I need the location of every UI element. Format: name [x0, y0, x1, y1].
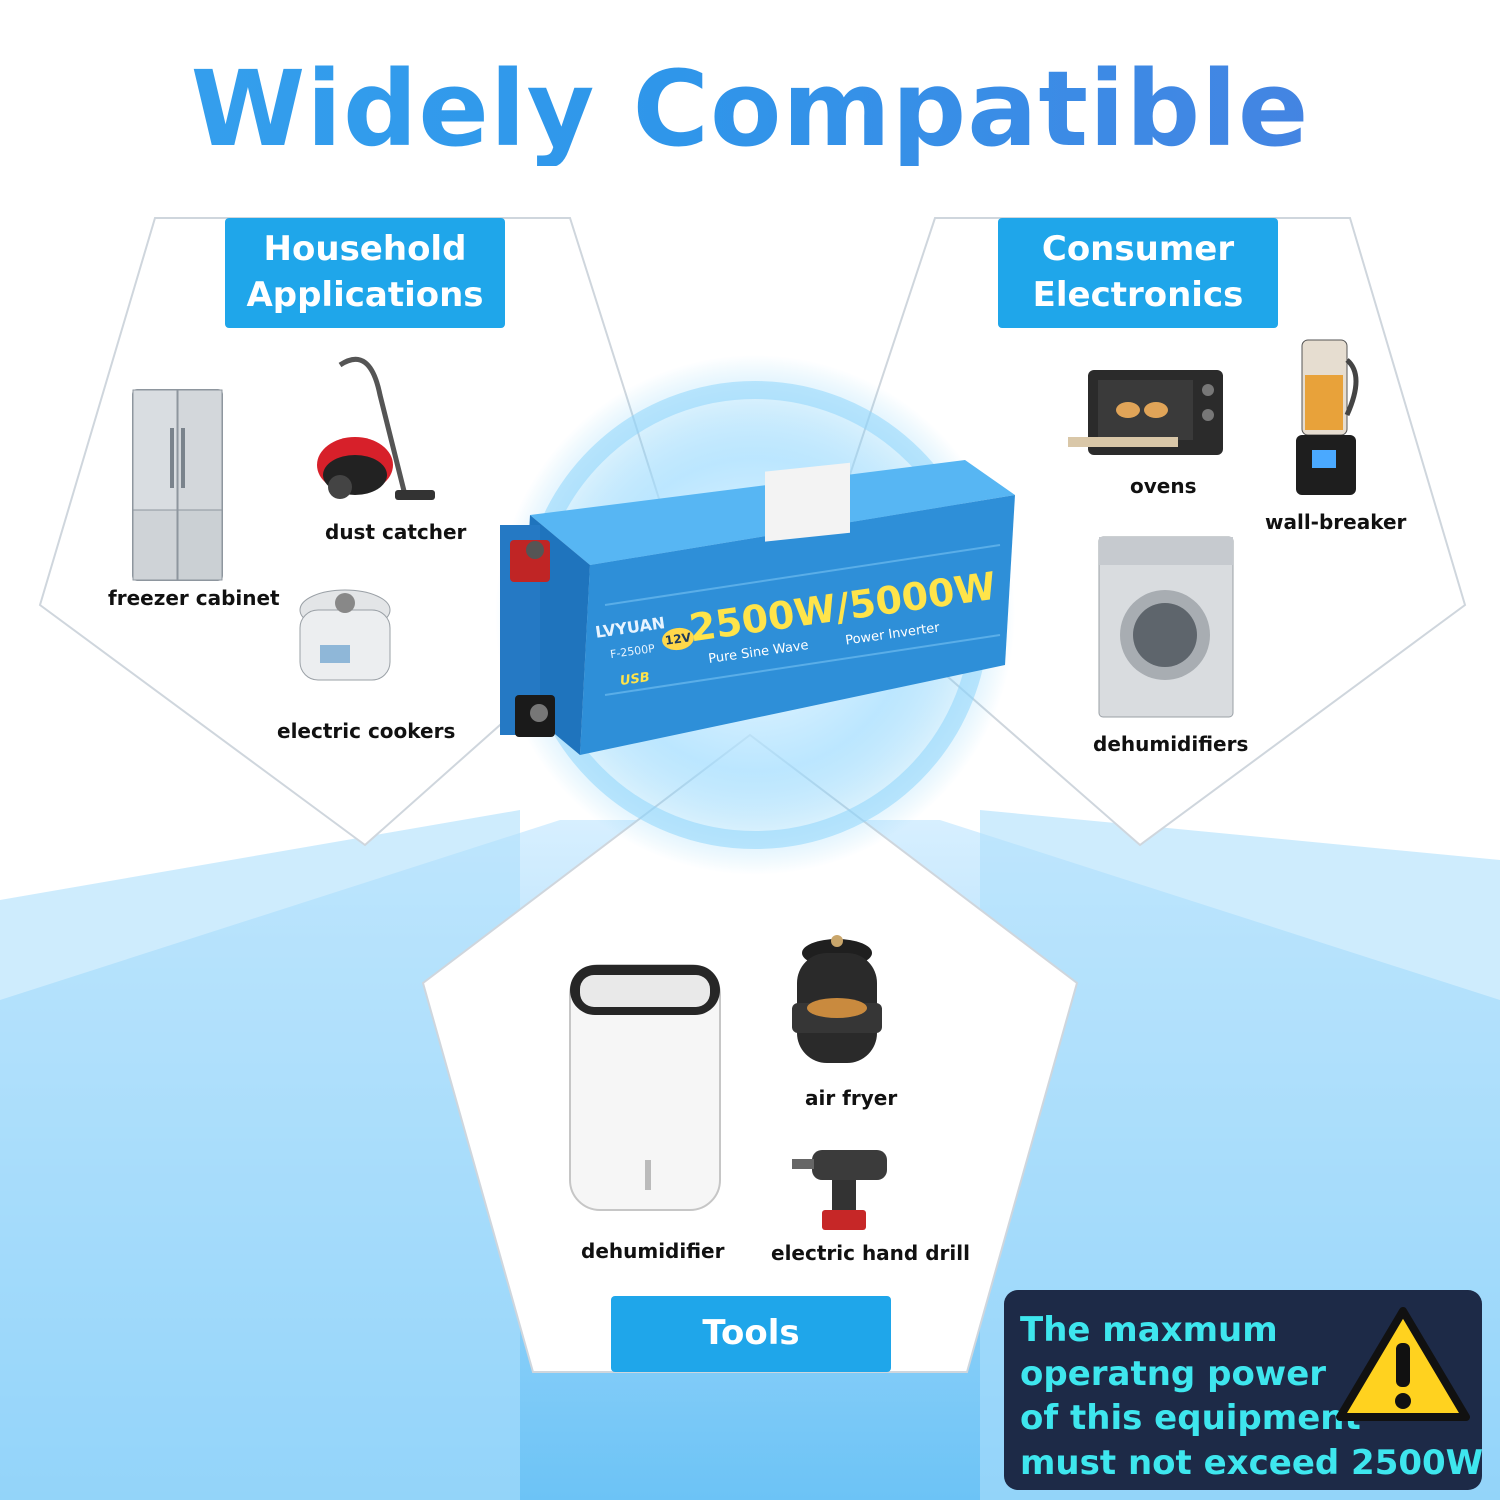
warning-line3: of this equipment — [1020, 1398, 1361, 1439]
warning-line4: must not exceed 2500W — [1020, 1442, 1484, 1483]
consumer-category: Consumer Electronics — [998, 218, 1278, 328]
warning-line1: The maxmum — [1020, 1310, 1278, 1350]
oven-image — [1068, 370, 1223, 455]
consumer-item-ovens: ovens — [1130, 474, 1197, 498]
dehumidifiers-image — [1098, 536, 1234, 718]
consumer-item-dehumidifiers: dehumidifiers — [1093, 732, 1249, 756]
air-fryer-image — [792, 935, 882, 1063]
electric-cooker-image — [299, 589, 391, 681]
consumer-item-wall-breaker: wall-breaker — [1265, 510, 1407, 534]
dust-catcher-image — [317, 356, 435, 500]
warning-line2: operatng power — [1020, 1354, 1327, 1395]
household-line1: Household — [263, 229, 467, 270]
consumer-line1: Consumer — [1041, 229, 1235, 270]
tools-item-electric-hand-drill: electric hand drill — [771, 1241, 970, 1265]
household-category: Household Applications — [225, 218, 505, 328]
household-item-electric-cookers: electric cookers — [277, 719, 456, 743]
household-line2: Applications — [246, 275, 484, 315]
freezer-cabinet-image — [132, 389, 223, 581]
household-item-freezer-cabinet: freezer cabinet — [108, 586, 280, 610]
household-item-dust-catcher: dust catcher — [325, 520, 467, 544]
electric-hand-drill-image — [792, 1150, 887, 1230]
headline: Widely Compatible — [0, 52, 1500, 167]
tools-category: Tools — [611, 1296, 891, 1372]
tools-item-dehumidifier: dehumidifier — [581, 1239, 725, 1263]
wall-breaker-image — [1296, 339, 1359, 495]
dehumidifier-image — [569, 964, 721, 1211]
warning-triangle-icon — [1336, 1307, 1470, 1421]
power-inverter-image — [500, 460, 1015, 755]
warning-text: The maxmum operatng power of this equipm… — [1020, 1308, 1484, 1485]
consumer-line2: Electronics — [1032, 275, 1244, 315]
tools-item-air-fryer: air fryer — [805, 1086, 898, 1110]
